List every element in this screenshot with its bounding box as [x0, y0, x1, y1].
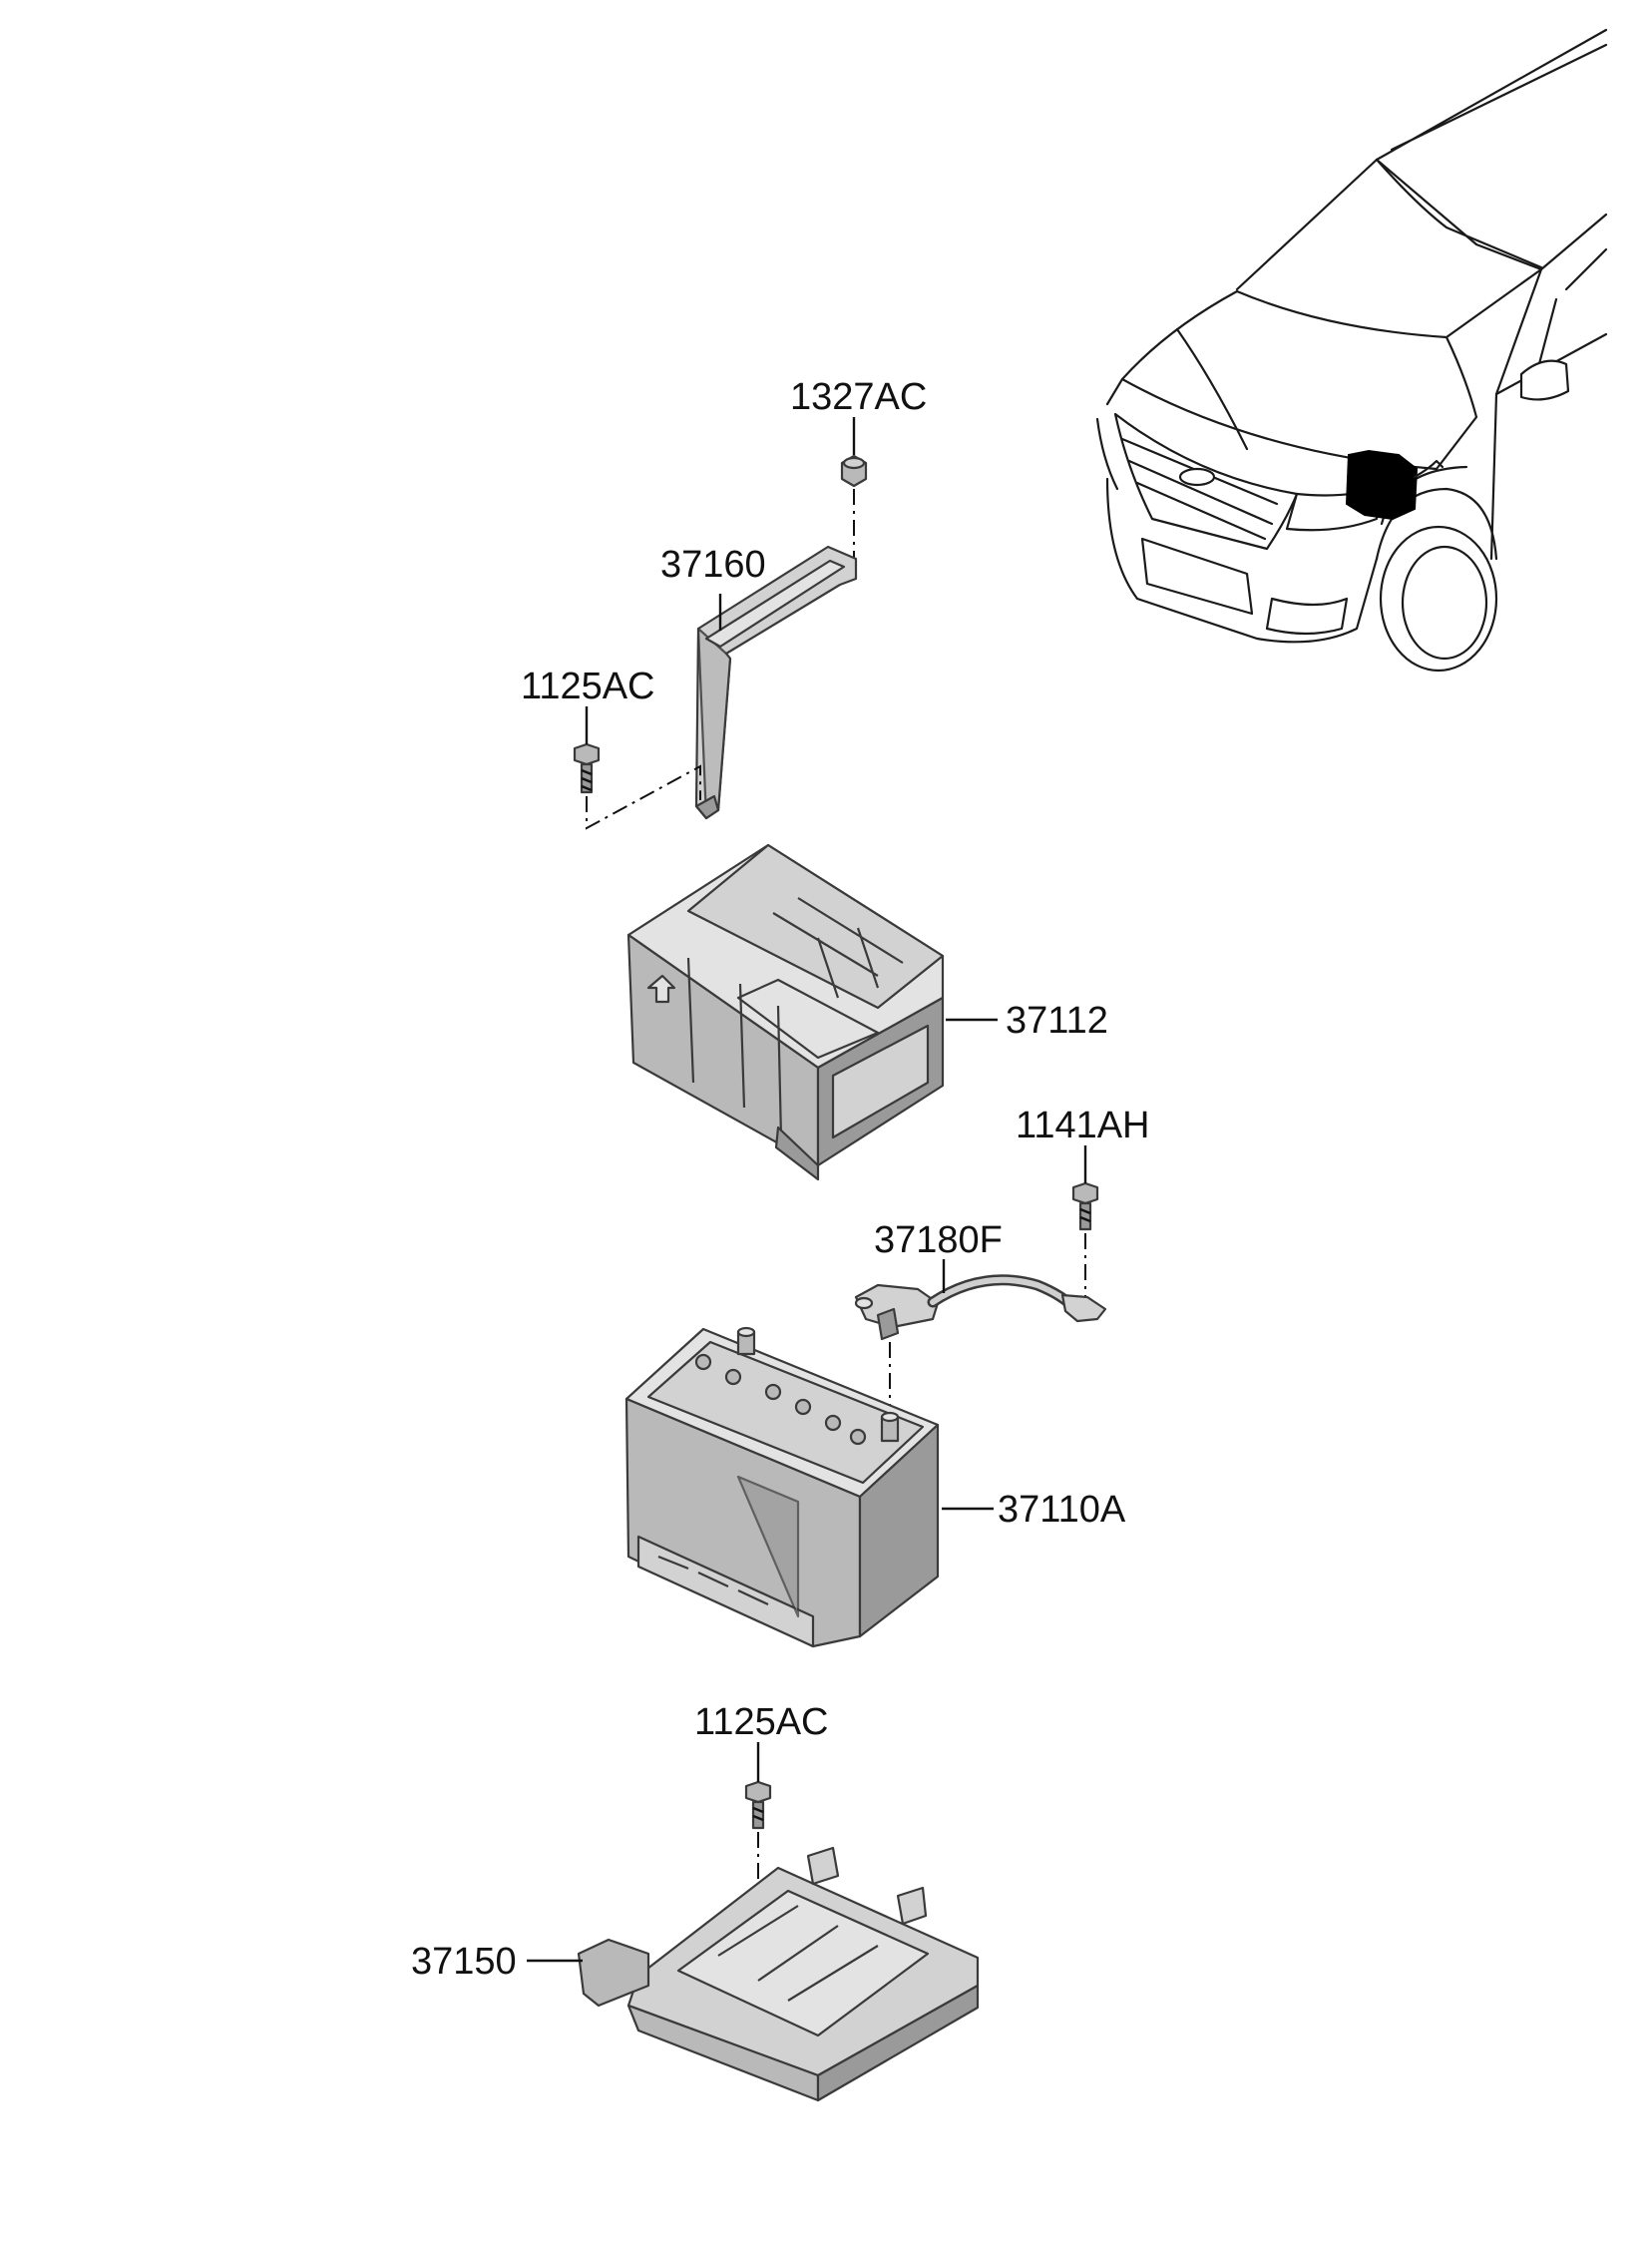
nut-1327ac — [840, 454, 868, 488]
battery-location-highlight — [1345, 449, 1419, 521]
label-37110a: 37110A — [998, 1489, 1126, 1531]
label-1125ac-top: 1125AC — [521, 666, 655, 707]
bolt-1125ac-top — [573, 742, 601, 794]
guide-line-1125ac-top — [586, 764, 701, 830]
label-37180f: 37180F — [874, 1219, 1003, 1261]
label-37112: 37112 — [1006, 1000, 1108, 1042]
bracket-37160 — [694, 545, 858, 820]
label-1327ac: 1327AC — [790, 376, 927, 418]
label-1141ah: 1141AH — [1016, 1105, 1150, 1146]
battery-cable-37180f — [854, 1274, 1107, 1341]
battery-base-tray-37150 — [577, 1846, 980, 2102]
label-37150: 37150 — [411, 1941, 517, 1983]
label-1125ac-bottom: 1125AC — [694, 1701, 829, 1743]
label-37160: 37160 — [660, 544, 766, 586]
vehicle-locator-illustration — [1095, 28, 1608, 673]
bolt-1141ah — [1071, 1181, 1099, 1231]
bolt-1125ac-bottom — [744, 1780, 772, 1830]
battery-tray-37112 — [626, 843, 945, 1181]
battery-37110a — [624, 1326, 940, 1648]
